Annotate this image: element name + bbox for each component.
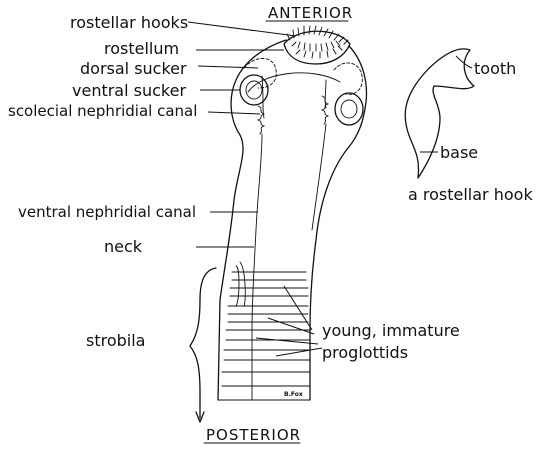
worm-body xyxy=(217,39,368,401)
proglottids xyxy=(221,261,311,387)
rostellum-label: rostellum xyxy=(104,39,179,58)
base-label: base xyxy=(440,143,478,162)
neck-label: neck xyxy=(104,237,143,256)
dorsal-sucker-label: dorsal sucker xyxy=(80,59,187,78)
strobila-label: strobila xyxy=(86,331,145,350)
rostellar-hooks-label: rostellar hooks xyxy=(70,13,188,32)
posterior-label: POSTERIOR xyxy=(206,426,301,444)
proglottids-label-line1: young, immature xyxy=(322,321,460,340)
scolecial-canal-label: scolecial nephridial canal xyxy=(8,102,197,120)
hook-caption: a rostellar hook xyxy=(408,185,533,204)
anterior-label: ANTERIOR xyxy=(268,4,353,22)
rostellum xyxy=(283,25,351,65)
strobila-brace xyxy=(189,267,217,423)
artist-signature: B.Fox xyxy=(284,391,303,398)
leader-lines xyxy=(187,21,473,357)
ventral-sucker-label: ventral sucker xyxy=(72,81,186,100)
rostellar-hooks xyxy=(286,25,349,59)
ventral-sucker-right xyxy=(334,92,364,126)
dorsal-sucker-right xyxy=(333,62,363,95)
tooth-label: tooth xyxy=(474,59,516,78)
ventral-canal-label: ventral nephridial canal xyxy=(18,203,196,221)
ventral-sucker-left xyxy=(239,74,269,106)
nephridial-canals xyxy=(251,75,330,401)
proglottids-label-line2: proglottids xyxy=(322,343,408,362)
